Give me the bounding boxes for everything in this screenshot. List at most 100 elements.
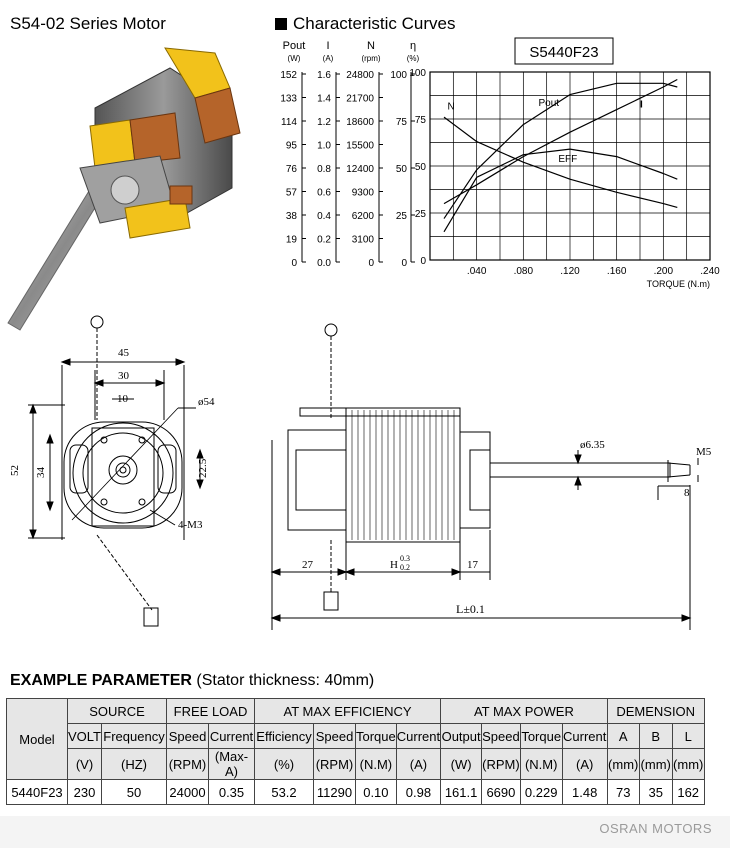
- dim-h-lower: 0.2: [400, 563, 410, 572]
- dim-17: 17: [467, 559, 479, 571]
- scale-name: I: [326, 40, 329, 52]
- col-unit: (HZ): [101, 748, 167, 780]
- series-label-n: N: [448, 102, 455, 113]
- table-group-row: Model SOURCE FREE LOAD AT MAX EFFICIENCY…: [6, 698, 705, 780]
- scale-tick-label: 1.6: [317, 70, 331, 81]
- dim-l: L±0.1: [456, 602, 485, 616]
- col-name: Current: [208, 723, 255, 749]
- col-unit: (mm): [671, 748, 705, 780]
- table-row: 5440F23 230 50 24000 0.35 53.2 11290 0.1…: [6, 779, 705, 805]
- group-max-efficiency: AT MAX EFFICIENCY: [253, 698, 442, 724]
- scale-name: N: [367, 40, 375, 52]
- motor-photo: [7, 47, 241, 331]
- dim-phi6-35: ø6.35: [580, 439, 605, 451]
- scale-axes: Pout(W)15213311495765738190I(A)1.61.41.2…: [280, 40, 419, 269]
- table-unit-row: (V) (HZ) (RPM) (Max-A) (%) (RPM) (N.M) (…: [7, 748, 705, 780]
- scale-tick-label: 100: [390, 70, 407, 81]
- col-unit: (mm): [638, 748, 673, 780]
- chart-title: S5440F23: [529, 44, 598, 61]
- table-cell: 230: [67, 779, 102, 805]
- table-cell: 1.48: [561, 779, 608, 805]
- curves-title-text: Characteristic Curves: [293, 14, 456, 33]
- param-title-open: (: [196, 672, 202, 689]
- col-name: B: [638, 723, 673, 749]
- col-name: L: [671, 723, 705, 749]
- col-name: Current: [395, 723, 442, 749]
- col-name: Torque: [519, 723, 563, 749]
- y-tick-label: 0: [420, 256, 426, 267]
- scale-unit: (rpm): [361, 54, 380, 63]
- front-view: [28, 315, 204, 627]
- scale-tick-label: 50: [396, 164, 408, 175]
- col-name: Speed: [166, 723, 209, 749]
- param-title-main: EXAMPLE PARAMETER: [10, 672, 192, 689]
- dim-34: 34: [35, 467, 47, 479]
- series-label-eff: EFF: [558, 154, 577, 165]
- square-bullet-icon: [275, 18, 287, 30]
- x-axis-label: TORQUE (N.m): [647, 279, 710, 289]
- scale-tick-label: 75: [396, 117, 408, 128]
- scale-tick-label: 0.6: [317, 188, 331, 199]
- scale-tick-label: 25: [396, 211, 408, 222]
- col-unit: (RPM): [313, 748, 356, 780]
- footer-bar: [0, 816, 730, 848]
- scale-tick-label: 21700: [346, 94, 374, 105]
- col-name: Frequency: [101, 723, 167, 749]
- table-cell: 24000: [166, 779, 209, 805]
- dim-30: 30: [118, 370, 130, 382]
- model-header: Model: [6, 698, 68, 780]
- y-tick-label: 100: [409, 68, 426, 79]
- series-title: S54-02 Series Motor: [10, 14, 166, 33]
- table-cell: 0.10: [355, 779, 397, 805]
- scale-tick-label: 15500: [346, 141, 374, 152]
- col-name: VOLT: [67, 723, 102, 749]
- col-unit: (V): [67, 748, 102, 780]
- scale-tick-label: 24800: [346, 70, 374, 81]
- series-label-i: I: [640, 100, 643, 111]
- col-name: A: [606, 723, 640, 749]
- x-tick-label: .240: [700, 266, 720, 277]
- col-unit: (W): [440, 748, 483, 780]
- scale-tick-label: 3100: [352, 235, 375, 246]
- scale-unit: (W): [288, 54, 301, 63]
- scale-tick-label: 114: [281, 117, 297, 128]
- characteristic-chart: S5440F23 1007550250.040.080.120.160.200.…: [409, 37, 720, 289]
- dim-8: 8: [684, 487, 690, 499]
- table-cell: 73: [606, 779, 640, 805]
- scale-tick-label: 0.8: [317, 164, 331, 175]
- col-name: Output: [440, 723, 483, 749]
- model-box: [514, 37, 614, 65]
- col-unit: (%): [254, 748, 314, 780]
- scale-tick-label: 19: [286, 235, 298, 246]
- scale-tick-label: 38: [286, 211, 298, 222]
- scale-tick-label: 133: [280, 94, 297, 105]
- scale-name: Pout: [283, 40, 306, 52]
- table-cell: 11290: [313, 779, 356, 805]
- footer-brand: OSRAN MOTORS: [599, 821, 712, 836]
- y-tick-label: 50: [415, 162, 427, 173]
- param-title: EXAMPLE PARAMETER (Stator thickness: 40m…: [10, 672, 374, 690]
- col-unit: (mm): [606, 748, 640, 780]
- group-dimension: DEMENSION: [606, 698, 705, 724]
- series-label-pout: Pout: [539, 98, 560, 109]
- col-name: Current: [561, 723, 608, 749]
- scale-tick-label: 152: [280, 70, 297, 81]
- col-name: Speed: [481, 723, 521, 749]
- dim-holes: 4-M3: [178, 519, 203, 531]
- col-unit: (A): [395, 748, 442, 780]
- scale-tick-label: 0: [291, 258, 297, 269]
- dim-h: H: [390, 559, 398, 571]
- parameter-table: Model SOURCE FREE LOAD AT MAX EFFICIENCY…: [6, 698, 705, 805]
- table-cell: 0.35: [208, 779, 255, 805]
- scale-name: η: [410, 40, 416, 52]
- scale-tick-label: 0: [368, 258, 374, 269]
- curves-title: Characteristic Curves: [275, 14, 456, 34]
- col-name: Torque: [355, 723, 397, 749]
- dimension-drawing: 45 30 10 ø54 52 34 22.5 4-M3: [9, 315, 712, 630]
- param-title-close: ): [368, 672, 375, 689]
- group-source: SOURCE: [67, 698, 167, 724]
- scale-tick-label: 57: [286, 188, 298, 199]
- dim-27: 27: [302, 559, 314, 571]
- dim-h-upper: 0.3: [400, 554, 410, 563]
- dim-52: 52: [9, 465, 21, 476]
